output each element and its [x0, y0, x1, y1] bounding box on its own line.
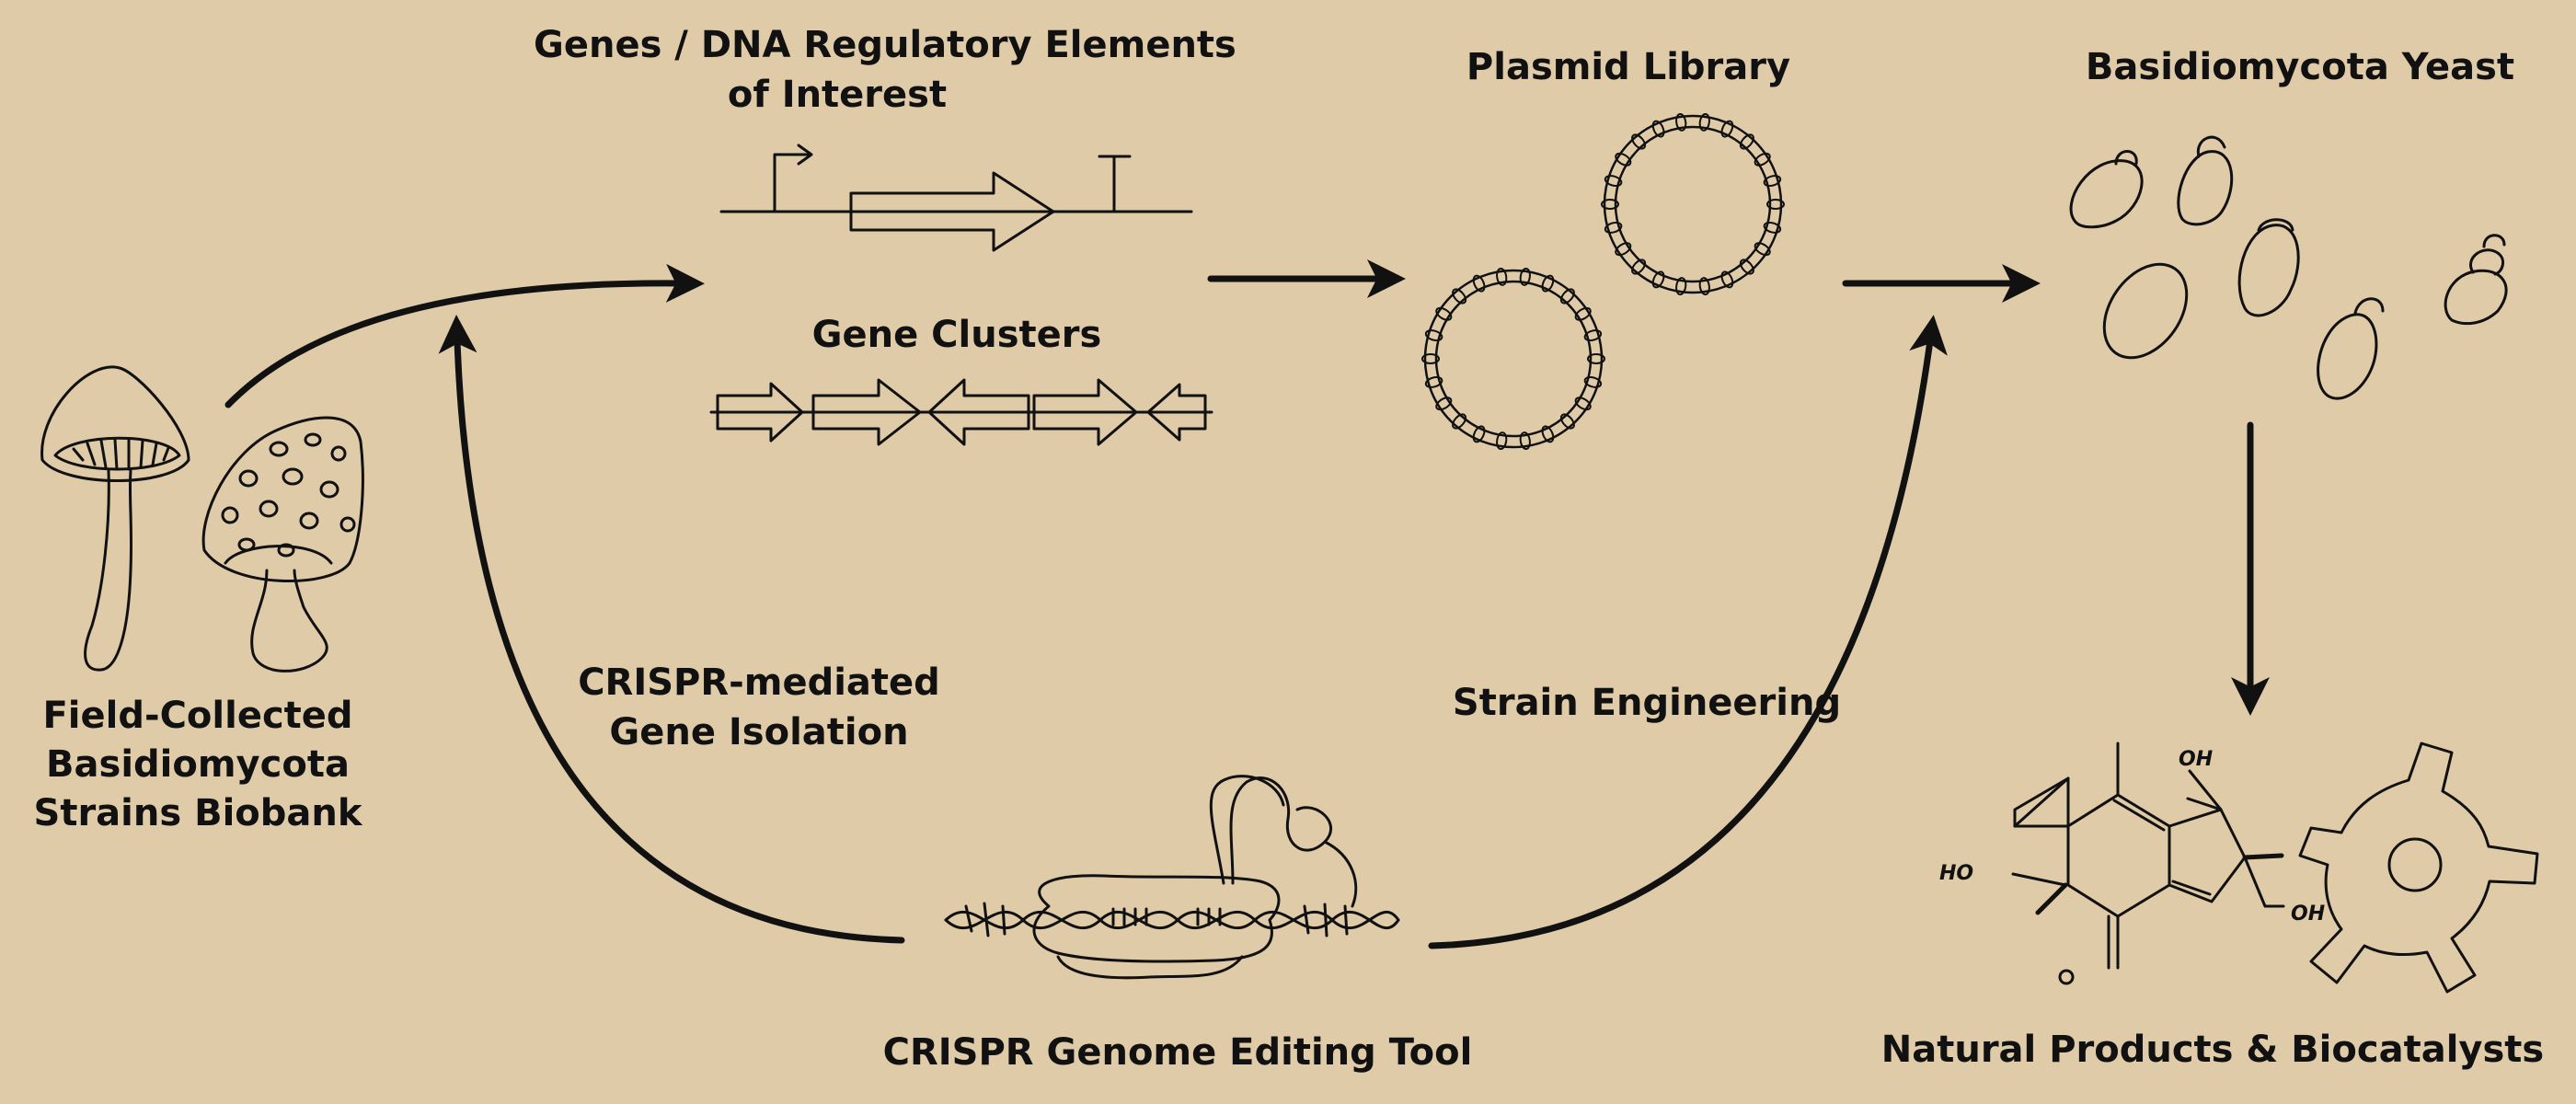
biobank-label-line-1: Field-Collected: [42, 695, 353, 737]
molecule-ho-left: HO: [1939, 862, 1973, 885]
crispr-gene-isolation-label: CRISPR-mediated Gene Isolation: [552, 658, 966, 757]
natural-products-label: Natural Products & Biocatalysts: [1880, 1029, 2545, 1071]
crispr-isolation-line-2: Gene Isolation: [609, 711, 909, 753]
toadstool-icon: [201, 416, 364, 673]
mushroom-icon: [40, 365, 190, 672]
yeast-cell-icon: [2069, 135, 2508, 400]
basidiomycota-yeast-label: Basidiomycota Yeast: [2085, 46, 2515, 88]
biobank-label-line-2: Basidiomycota: [46, 743, 350, 786]
plasmid-icon: [1420, 112, 1786, 451]
genes-label-line-1: Genes / DNA Regulatory Elements: [534, 24, 1236, 66]
gene-clusters-label: Gene Clusters: [811, 314, 1102, 356]
strain-engineering-label: Strain Engineering: [1452, 682, 1842, 724]
biobank-label: Field-Collected Basidiomycota Strains Bi…: [9, 692, 386, 838]
arrow-strain-engineering: [1428, 315, 1948, 949]
genes-of-interest-label: Genes / DNA Regulatory Elements of Inter…: [534, 20, 1236, 120]
genes-label-line-2: of Interest: [727, 74, 948, 116]
arrow-biobank-to-genes: [224, 263, 705, 408]
molecule-oh-top: OH: [2179, 748, 2213, 771]
crispr-isolation-line-1: CRISPR-mediated: [578, 661, 940, 704]
enzyme-icon: [2298, 742, 2539, 994]
gene-cluster-icon: [709, 378, 1213, 446]
crispr-tool-label: CRISPR Genome Editing Tool: [882, 1031, 1473, 1074]
crispr-cas-icon: [944, 775, 1400, 980]
plasmid-library-label: Plasmid Library: [1466, 46, 1791, 88]
molecule-icon: OH HO OH: [1939, 742, 2325, 985]
promoter-gene-terminator-icon: [719, 144, 1193, 252]
biobank-label-line-3: Strains Biobank: [33, 792, 362, 834]
arrow-crispr-isolation: [438, 315, 905, 944]
molecule-oh-right: OH: [2291, 903, 2325, 926]
